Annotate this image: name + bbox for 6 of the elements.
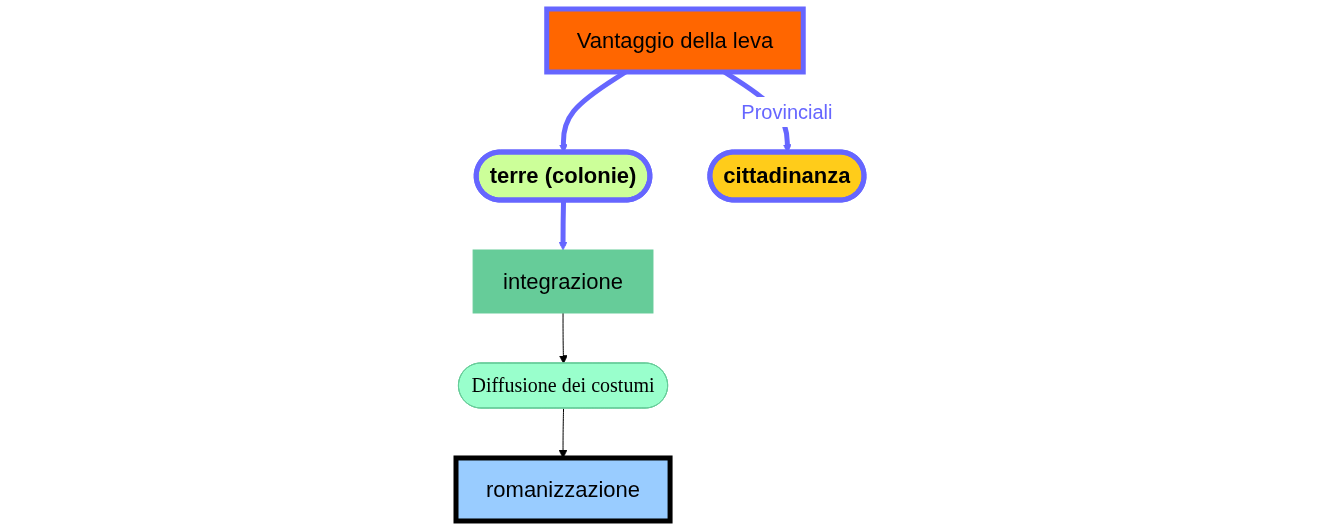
node-box: romanizzazione [453,455,673,524]
edge-label: Provinciali [741,101,833,123]
arrow [558,200,568,251]
node-box: Vantaggio della leva [544,6,806,75]
node-box: integrazione [472,249,654,314]
arrow [559,312,568,364]
